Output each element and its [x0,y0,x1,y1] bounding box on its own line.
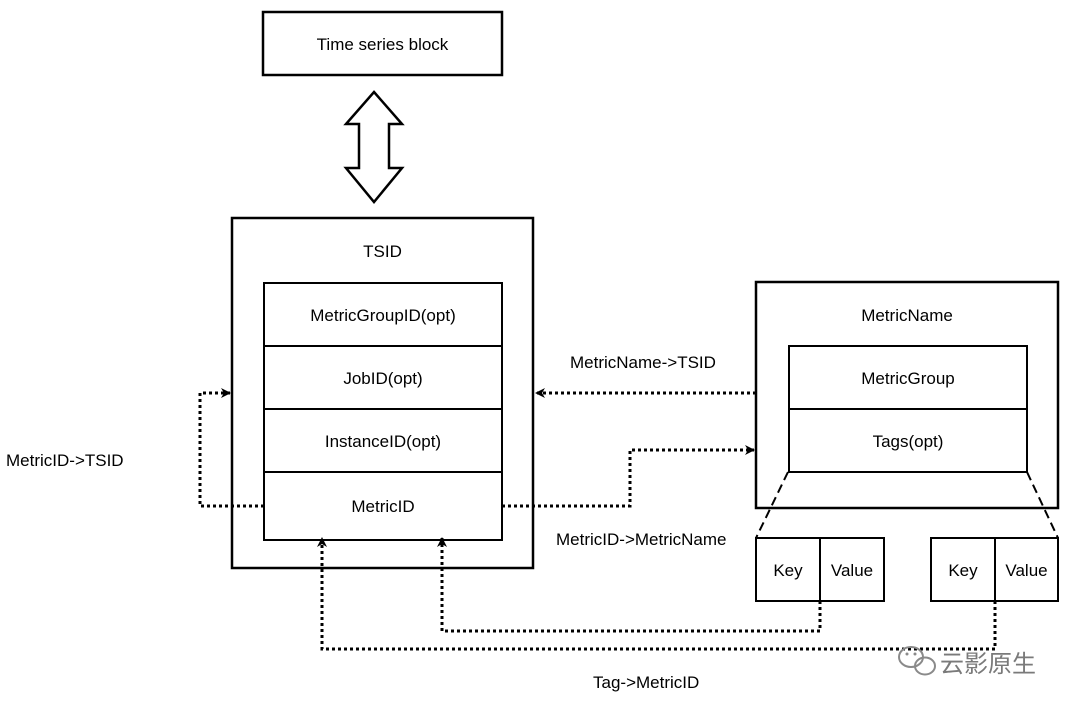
tsid-field-metric-group-id [263,282,503,347]
edge-metricid-to-tsid [198,388,264,508]
time-series-block-label: Time series block [317,35,449,54]
tsid-field-label: InstanceID(opt) [325,432,441,451]
tag-key-cell [930,537,996,602]
metric-name-field-label: Tags(opt) [873,432,944,451]
tag-value-label: Value [1005,561,1047,580]
edge-label-metricid-to-metricname: MetricID->MetricName [556,530,727,549]
tag-value-cell [994,537,1059,602]
edge-tag1-to-metricid [437,537,822,633]
tag-key-label: Key [948,561,978,580]
edge-label-metricname-to-tsid: MetricName->TSID [570,353,716,372]
metric-name-field-tags [788,408,1028,473]
tag-pair-1: Key Value [755,537,885,602]
tag-pair-2: Key Value [930,537,1059,602]
tsid-title: TSID [363,242,402,261]
tag-key-cell [755,537,821,602]
bidirectional-arrow [343,90,405,204]
tag-value-label: Value [831,561,873,580]
metric-name-box: MetricName MetricGroup Tags(opt) [754,280,1060,510]
tags-expand-line-left [755,471,789,539]
tsid-field-label: JobID(opt) [343,369,422,388]
watermark-text: 云影原生 [940,650,1036,678]
tsid-field-job-id [263,345,503,410]
edge-label-tag-to-metricid: Tag->MetricID [593,673,699,692]
edge-tag2-to-metricid [317,537,997,651]
metric-name-title: MetricName [861,306,953,325]
wechat-icon [898,646,936,676]
tag-key-label: Key [773,561,803,580]
metric-name-field-label: MetricGroup [861,369,955,388]
tag-value-cell [819,537,885,602]
edge-label-metricid-to-tsid: MetricID->TSID [6,451,124,470]
tsid-field-label: MetricID [351,497,414,516]
metric-name-field-metric-group [788,345,1028,410]
watermark: 云影原生 [898,646,1036,678]
tags-expand-line-right [1026,471,1059,539]
time-series-block: Time series block [261,10,504,77]
edge-metricid-to-metricname [502,445,755,508]
tsid-box: TSID MetricGroupID(opt) JobID(opt) Insta… [230,216,535,570]
tsid-field-label: MetricGroupID(opt) [310,306,455,325]
